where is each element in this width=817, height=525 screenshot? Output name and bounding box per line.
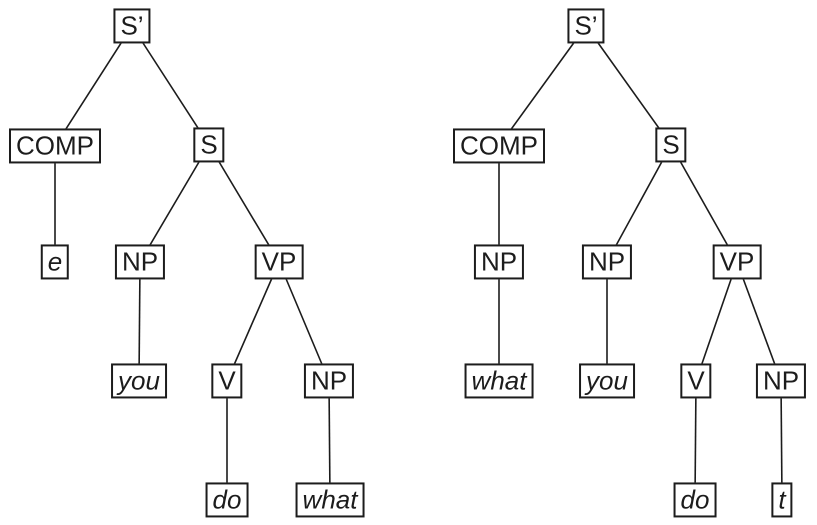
right-tree-node-comp: COMP	[453, 128, 545, 164]
tree-edge-s-bar-s	[131, 25, 210, 146]
left-tree-node-vp: VP	[254, 244, 304, 280]
left-tree-node-do: do	[205, 482, 249, 518]
right-tree-node-v: V	[680, 363, 712, 399]
tree-edge-np-obj-t	[780, 380, 783, 501]
tree-edge-s-bar-comp	[54, 25, 133, 147]
tree-edge-vp-v	[226, 261, 280, 382]
left-tree-node-v: V	[211, 363, 243, 399]
left-tree-node-np-subj: NP	[114, 244, 166, 280]
tree-edge-s-np-subj	[139, 144, 210, 263]
left-tree-node-e: e	[40, 244, 70, 280]
right-tree-node-you: you	[579, 363, 635, 399]
tree-edge-np-obj-what	[328, 380, 331, 501]
tree-edge-s-bar-s	[585, 25, 672, 146]
left-tree-node-what: what	[295, 482, 365, 518]
tree-edge-s-vp	[208, 144, 280, 263]
right-tree-node-s: S	[655, 127, 687, 163]
tree-edge-s-bar-comp	[498, 25, 587, 147]
left-tree-node-s-bar: S’	[113, 8, 151, 44]
right-tree-node-what: what	[464, 363, 534, 399]
right-tree-node-vp: VP	[712, 244, 762, 280]
left-tree-node-np-obj: NP	[303, 363, 355, 399]
tree-edge-s-np-subj	[606, 144, 672, 263]
right-tree-node-s-bar: S’	[567, 8, 605, 44]
tree-edge-vp-np-obj	[736, 261, 782, 382]
left-tree-node-s: S	[193, 127, 225, 163]
tree-edge-vp-np-obj	[278, 261, 330, 382]
right-tree-node-t: t	[771, 482, 793, 518]
right-tree-node-np-wh: NP	[473, 244, 525, 280]
right-tree-node-np-subj: NP	[581, 244, 633, 280]
right-tree-node-np-obj: NP	[755, 363, 807, 399]
left-tree-node-you: you	[111, 363, 167, 399]
tree-edge-v-do	[694, 380, 697, 501]
tree-edge-np-subj-you	[138, 261, 141, 382]
left-tree-node-comp: COMP	[9, 128, 101, 164]
right-tree-node-do: do	[673, 482, 717, 518]
tree-edge-vp-v	[695, 261, 738, 382]
tree-edge-s-vp	[670, 144, 738, 263]
